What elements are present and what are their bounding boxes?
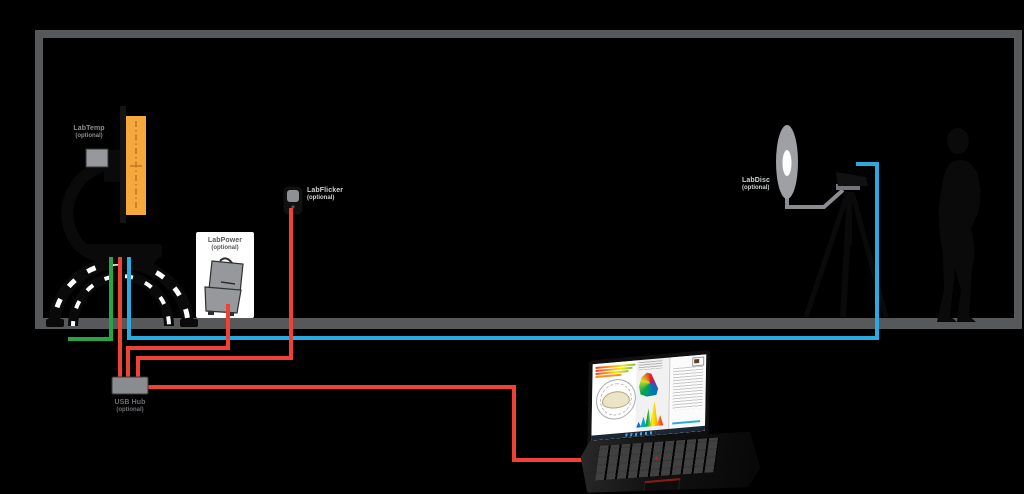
labpower-case-seat: [204, 286, 242, 314]
labpower-label: LabPower (optional): [196, 237, 254, 253]
person-head: [947, 128, 969, 154]
labtemp-label: LabTemp (optional): [62, 125, 116, 141]
labpower-foot-left: [208, 311, 214, 315]
labtemp-sensor: [85, 148, 109, 168]
laptop: [572, 345, 762, 494]
goniometer-base: [84, 244, 162, 258]
usb-hub-box: [111, 376, 149, 395]
labdisc-bracket: [785, 188, 845, 209]
software-blue-bar: [672, 420, 701, 425]
laptop-screen: [587, 349, 711, 448]
cie-chromaticity-diagram: [639, 371, 659, 397]
taskbar-icons: [625, 431, 656, 437]
labtemp-label-name: LabTemp: [73, 125, 105, 132]
cable-red-hub-to-laptop: [146, 385, 603, 462]
cables: [68, 162, 879, 462]
cable-red-labpower: [126, 304, 230, 380]
software-mid-text: [638, 360, 663, 371]
labflicker-device: [282, 185, 304, 216]
labdisc-label-qualifier: (optional): [742, 185, 770, 192]
cable-red-labflicker: [136, 208, 293, 380]
room-outline: [35, 30, 1022, 329]
labpower-label-name: LabPower: [207, 237, 243, 244]
cable-green-power: [68, 257, 113, 341]
labdisc-device: [776, 125, 889, 318]
spectral-power-chart: [636, 399, 663, 427]
labdisc-label: LabDisc (optional): [742, 177, 770, 193]
cable-blue-labdisc: [127, 162, 879, 340]
tripod-sensor-head: [836, 172, 868, 186]
labtemp-label-qualifier: (optional): [75, 133, 103, 140]
labflicker-button: [291, 205, 295, 209]
trackpad: [643, 478, 681, 494]
labdisc-label-name: LabDisc: [742, 177, 770, 184]
tripod-leg-right: [849, 191, 889, 318]
labpower-device: [196, 232, 254, 318]
person-body: [937, 160, 981, 322]
goniometer-arch-small-slots: [71, 274, 171, 327]
labpower-latch: [220, 281, 236, 285]
tripod-head-plate: [836, 184, 860, 190]
labflicker-label: LabFlicker (optional): [307, 187, 343, 203]
lamp-bracket: [104, 150, 124, 182]
tripod-leg-left: [803, 191, 851, 318]
usb-hub-label: USB Hub (optional): [103, 399, 157, 415]
usb-hub-label-qualifier: (optional): [116, 407, 144, 414]
labpower-label-qualifier: (optional): [211, 245, 239, 252]
labflicker-label-qualifier: (optional): [307, 195, 335, 202]
lamp-mount-strip: [120, 106, 126, 223]
usb-hub-label-name: USB Hub: [114, 399, 146, 406]
person-silhouette: [937, 128, 981, 322]
software-right-panel: [668, 354, 707, 434]
goniometer-foot-right: [180, 319, 198, 327]
labflicker-sensor-window: [287, 190, 299, 202]
measurement-software-window: [591, 354, 707, 441]
labflicker-label-name: LabFlicker: [307, 187, 344, 194]
software-text-lines: [672, 365, 704, 411]
labpower-handle: [219, 257, 233, 264]
goniometer-foot-left: [46, 319, 64, 327]
labdisc-aperture: [782, 150, 792, 176]
labpower-foot-right: [228, 312, 234, 316]
